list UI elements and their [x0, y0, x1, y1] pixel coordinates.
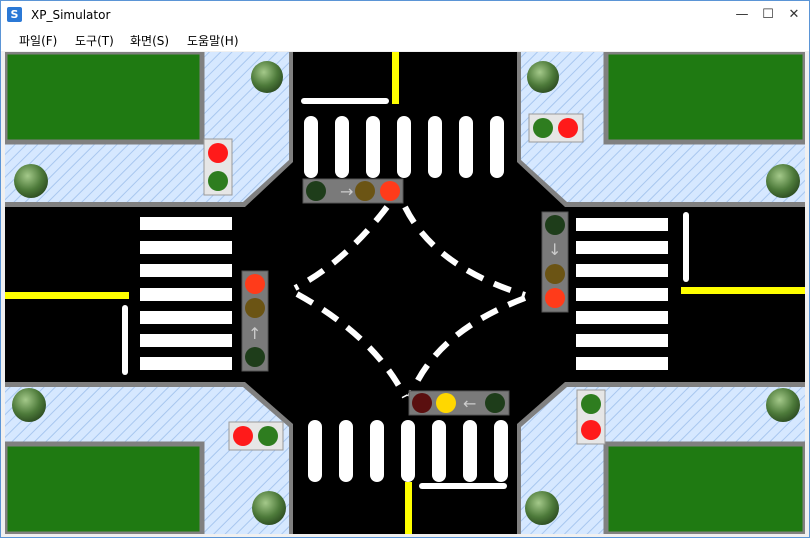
intersection-canvas[interactable]: → ← ↑ ↓ — [5, 52, 805, 534]
app-icon: S — [7, 7, 22, 22]
red-light-icon — [208, 143, 228, 163]
red-light-icon — [412, 393, 432, 413]
ped-signal-nw[interactable] — [203, 138, 233, 196]
yellow-light-icon — [355, 181, 375, 201]
green-light-icon — [208, 171, 228, 191]
ped-signal-se[interactable] — [576, 389, 606, 445]
yellow-light-icon — [545, 264, 565, 284]
red-light-icon — [545, 288, 565, 308]
vehicle-signal-west[interactable]: ↑ — [241, 270, 269, 372]
green-light-icon — [545, 215, 565, 235]
green-light-icon — [245, 347, 265, 367]
crosswalk-west — [140, 217, 232, 370]
arrow-right-icon: → — [340, 182, 353, 201]
ped-signal-sw[interactable] — [228, 421, 284, 451]
menu-help[interactable]: 도움말(H) — [187, 34, 239, 48]
green-light-icon — [485, 393, 505, 413]
bush-icon — [12, 388, 46, 422]
maximize-button[interactable]: ☐ — [762, 7, 774, 22]
minimize-button[interactable]: — — [735, 7, 749, 22]
green-light-icon — [258, 426, 278, 446]
bush-icon — [14, 164, 48, 198]
crosswalk-east — [576, 218, 668, 370]
arrow-left-icon: ← — [463, 394, 476, 413]
vehicle-signal-south[interactable]: ← — [408, 390, 510, 416]
red-light-icon — [380, 181, 400, 201]
red-light-icon — [581, 420, 601, 440]
crosswalk-north — [304, 116, 504, 178]
green-light-icon — [533, 118, 553, 138]
green-light-icon — [306, 181, 326, 201]
menu-bar: 파일(F) 도구(T) 화면(S) 도움말(H) — [1, 29, 809, 51]
vehicle-signal-east[interactable]: ↓ — [541, 211, 569, 313]
bush-icon — [766, 164, 800, 198]
yellow-light-icon — [436, 393, 456, 413]
menu-tools[interactable]: 도구(T) — [75, 34, 114, 48]
arrow-down-icon: ↓ — [548, 240, 561, 259]
bush-icon — [525, 491, 559, 525]
green-light-icon — [581, 394, 601, 414]
menu-view[interactable]: 화면(S) — [130, 34, 170, 48]
corner-se — [517, 382, 805, 534]
red-light-icon — [245, 274, 265, 294]
bush-icon — [766, 388, 800, 422]
turn-guides — [293, 205, 527, 399]
corner-nw — [5, 52, 293, 207]
window-title: XP_Simulator — [31, 8, 111, 22]
vehicle-signal-north[interactable]: → — [302, 178, 404, 204]
yellow-light-icon — [245, 298, 265, 318]
crosswalk-south — [308, 420, 508, 482]
title-bar[interactable]: S XP_Simulator — ☐ ✕ — [1, 1, 809, 29]
close-button[interactable]: ✕ — [788, 7, 800, 22]
corner-sw — [5, 382, 293, 534]
red-light-icon — [233, 426, 253, 446]
bush-icon — [527, 61, 559, 93]
bush-icon — [251, 61, 283, 93]
lane-markings — [5, 52, 805, 534]
menu-file[interactable]: 파일(F) — [19, 34, 58, 48]
bush-icon — [252, 491, 286, 525]
red-light-icon — [558, 118, 578, 138]
arrow-up-icon: ↑ — [248, 324, 261, 343]
ped-signal-ne[interactable] — [528, 113, 584, 143]
corner-ne — [517, 52, 805, 207]
